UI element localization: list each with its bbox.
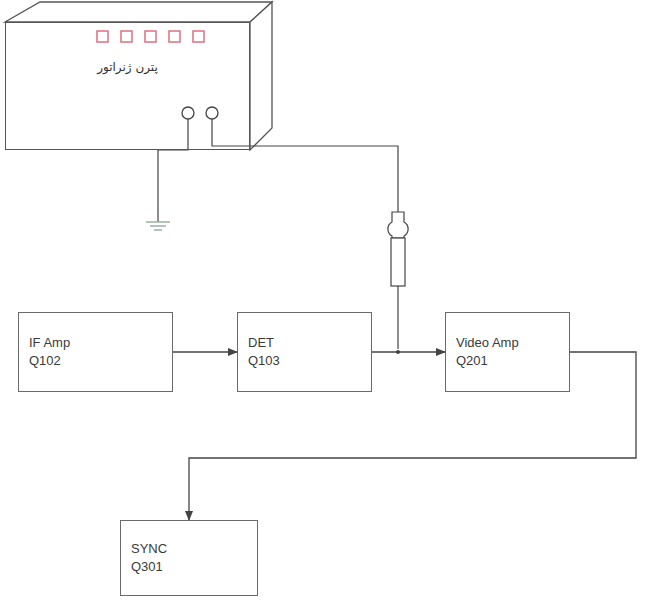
signal-arrow <box>372 351 445 352</box>
block-box: DETQ103 <box>237 312 372 392</box>
block-box: IF AmpQ102 <box>18 312 173 392</box>
block-box: SYNCQ301 <box>120 520 258 596</box>
terminal <box>182 107 194 119</box>
probe-cable <box>212 119 398 212</box>
part-number: Q103 <box>248 352 361 370</box>
block-name: DET <box>248 334 361 352</box>
block-name: Video Amp <box>456 334 559 352</box>
probe <box>388 212 408 349</box>
block-name: IF Amp <box>29 334 162 352</box>
part-number: Q301 <box>131 558 247 576</box>
signal-arrow <box>173 351 237 352</box>
device-side <box>250 2 272 150</box>
block-name: پترن ژنراتور <box>97 59 158 75</box>
ground-wire <box>158 119 188 222</box>
block-box: Video AmpQ201 <box>445 312 570 392</box>
indicator-squares <box>97 31 204 42</box>
terminal <box>206 107 218 119</box>
part-number: Q102 <box>29 352 162 370</box>
block-name: SYNC <box>131 540 247 558</box>
ground-symbol <box>146 222 170 230</box>
device-top <box>5 2 272 22</box>
part-number: Q201 <box>456 352 559 370</box>
device-front-panel: پترن ژنراتور <box>5 22 250 150</box>
